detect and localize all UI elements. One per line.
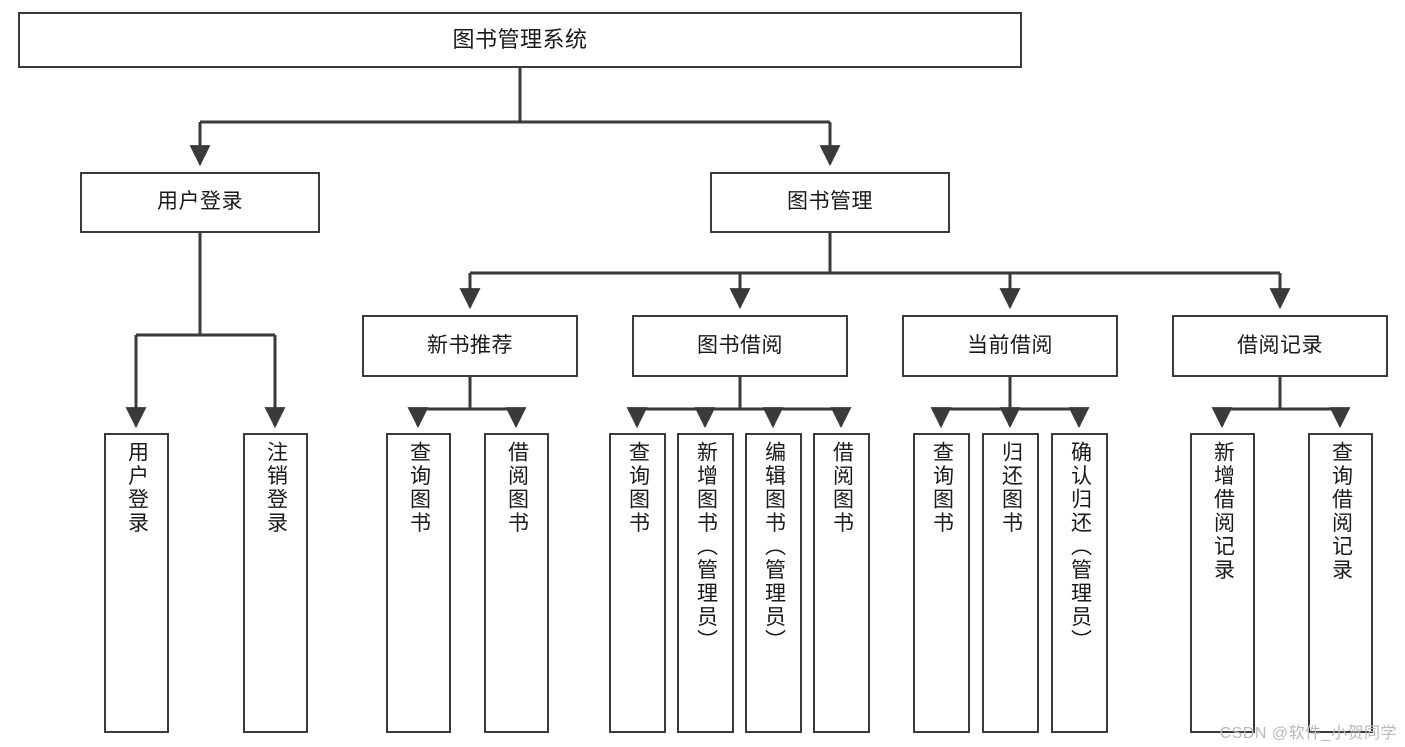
leaf-borrow-add-book-admin[interactable]: 新增图书（管理员） xyxy=(677,433,734,733)
leaf-borrow-query-book[interactable]: 查询图书 xyxy=(609,433,666,733)
node-user-login-label: 用户登录 xyxy=(157,190,243,214)
leaf-current-confirm-return-admin-label: 确认归还（管理员） xyxy=(1068,441,1092,653)
leaf-record-query-label: 查询借阅记录 xyxy=(1329,441,1353,582)
leaf-logout[interactable]: 注销登录 xyxy=(243,433,308,733)
watermark: CSDN @软件_小贺同学 xyxy=(1219,725,1397,742)
node-current-borrow-label: 当前借阅 xyxy=(967,333,1053,357)
leaf-record-add-label: 新增借阅记录 xyxy=(1211,441,1235,582)
leaf-user-login[interactable]: 用户登录 xyxy=(104,433,169,733)
node-user-login[interactable]: 用户登录 xyxy=(80,172,320,233)
node-new-book-recommend[interactable]: 新书推荐 xyxy=(362,315,578,377)
node-book-management[interactable]: 图书管理 xyxy=(710,172,950,233)
leaf-logout-label: 注销登录 xyxy=(264,441,288,535)
node-book-borrow[interactable]: 图书借阅 xyxy=(632,315,848,377)
leaf-borrow-edit-book-admin-label: 编辑图书（管理员） xyxy=(762,441,786,653)
leaf-record-add[interactable]: 新增借阅记录 xyxy=(1190,433,1255,733)
leaf-borrow-add-book-admin-label: 新增图书（管理员） xyxy=(694,441,718,653)
leaf-current-query-book-label: 查询图书 xyxy=(930,441,954,535)
leaf-record-query[interactable]: 查询借阅记录 xyxy=(1308,433,1373,733)
node-root[interactable]: 图书管理系统 xyxy=(18,12,1022,68)
node-borrow-record-label: 借阅记录 xyxy=(1237,333,1323,357)
leaf-borrow-borrow-book[interactable]: 借阅图书 xyxy=(813,433,870,733)
leaf-borrow-query-book-label: 查询图书 xyxy=(626,441,650,535)
node-book-management-label: 图书管理 xyxy=(787,190,873,214)
node-current-borrow[interactable]: 当前借阅 xyxy=(902,315,1118,377)
leaf-user-login-label: 用户登录 xyxy=(125,441,149,535)
node-borrow-record[interactable]: 借阅记录 xyxy=(1172,315,1388,377)
leaf-current-query-book[interactable]: 查询图书 xyxy=(913,433,970,733)
leaf-borrow-borrow-book-label: 借阅图书 xyxy=(830,441,854,535)
leaf-current-confirm-return-admin[interactable]: 确认归还（管理员） xyxy=(1051,433,1108,733)
node-new-book-recommend-label: 新书推荐 xyxy=(427,333,513,357)
leaf-newbook-query-book[interactable]: 查询图书 xyxy=(386,433,451,733)
leaf-newbook-borrow-book[interactable]: 借阅图书 xyxy=(484,433,549,733)
leaf-current-return-book[interactable]: 归还图书 xyxy=(982,433,1039,733)
node-root-label: 图书管理系统 xyxy=(452,27,588,53)
leaf-newbook-borrow-book-label: 借阅图书 xyxy=(505,441,529,535)
leaf-borrow-edit-book-admin[interactable]: 编辑图书（管理员） xyxy=(745,433,802,733)
leaf-current-return-book-label: 归还图书 xyxy=(999,441,1023,535)
leaf-newbook-query-book-label: 查询图书 xyxy=(407,441,431,535)
node-book-borrow-label: 图书借阅 xyxy=(697,333,783,357)
